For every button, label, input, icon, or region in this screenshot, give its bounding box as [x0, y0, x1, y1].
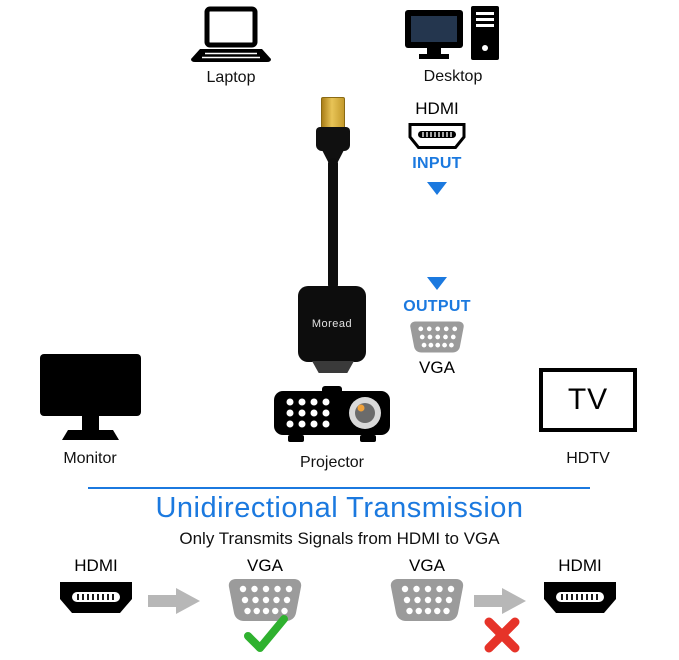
vga-port-icon	[410, 321, 464, 353]
output-down-arrow-icon	[427, 277, 447, 290]
input-label: INPUT	[412, 155, 462, 172]
hdtv-label: HDTV	[566, 450, 610, 467]
desktop-device: Desktop	[398, 4, 508, 86]
adapter-brand: Moread	[311, 318, 353, 330]
left-flow-arrow-icon	[148, 588, 200, 614]
adapter-body: Moread	[298, 286, 366, 362]
desktop-label: Desktop	[423, 68, 483, 85]
hdmi-gold-connector	[321, 97, 345, 129]
left-hdmi-label: HDMI	[74, 556, 118, 575]
projector-label: Projector	[299, 454, 365, 471]
right-flow-arrow-icon	[474, 588, 526, 614]
vga-output-label: VGA	[419, 358, 455, 377]
left-hdmi-plug-icon	[60, 582, 132, 613]
vga-output-group: OUTPUT VGA	[397, 276, 477, 378]
tv-screen-text: TV	[567, 383, 609, 416]
projector-device: Projector	[268, 386, 396, 472]
right-vga-plug-icon	[390, 579, 464, 621]
projector-icon	[274, 386, 390, 442]
banner-divider-line	[88, 487, 590, 489]
hdmi-plug-housing	[316, 127, 350, 151]
left-vga-plug-icon	[228, 579, 302, 621]
right-hdmi-plug-icon	[544, 582, 616, 613]
hdmi-input-group: HDMI INPUT	[397, 99, 477, 196]
cable-strain-relief	[322, 150, 344, 162]
desktop-icon	[405, 6, 499, 60]
hdmi-input-label: HDMI	[415, 99, 459, 118]
laptop-icon	[191, 6, 271, 62]
laptop-label: Laptop	[206, 69, 256, 86]
monitor-icon	[39, 354, 141, 440]
banner-title: Unidirectional Transmission	[155, 492, 524, 524]
monitor-label: Monitor	[63, 450, 117, 467]
adapter-cable	[328, 158, 338, 290]
monitor-device: Monitor	[35, 352, 145, 468]
output-label: OUTPUT	[403, 298, 471, 315]
cross-icon	[484, 617, 520, 653]
left-vga-label: VGA	[247, 556, 283, 575]
right-vga-label: VGA	[409, 556, 445, 575]
tv-icon: TV	[539, 368, 637, 432]
right-hdmi-label: HDMI	[558, 556, 602, 575]
adapter-vga-port	[312, 361, 354, 373]
laptop-device: Laptop	[183, 6, 279, 87]
input-down-arrow-icon	[427, 182, 447, 195]
banner-subtitle: Only Transmits Signals from HDMI to VGA	[179, 529, 500, 548]
check-icon	[244, 615, 288, 652]
hdmi-port-icon	[408, 123, 466, 149]
hdtv-device: TV HDTV	[536, 368, 640, 468]
